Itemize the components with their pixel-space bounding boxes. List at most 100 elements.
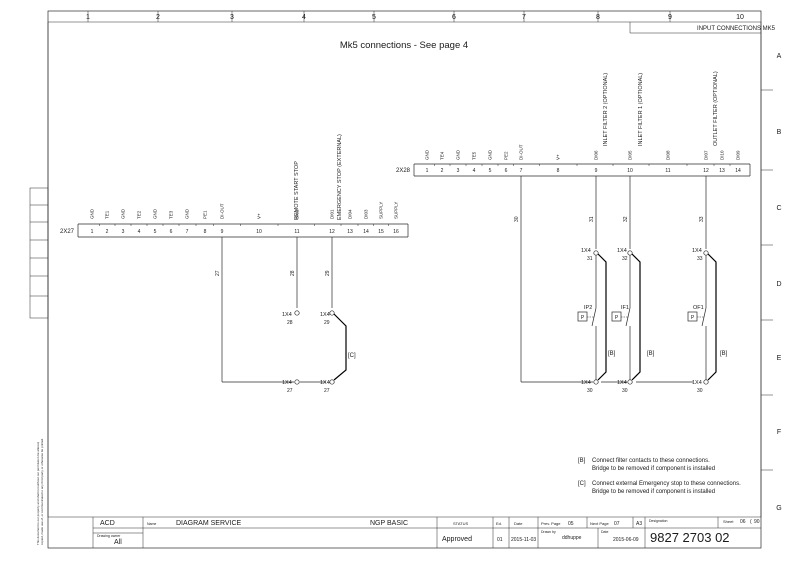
connector-2x27-pin: 11: [294, 229, 299, 235]
terminal-30a-tag: 1X4: [581, 380, 591, 386]
connector-2x28-signal: TE4: [440, 151, 445, 160]
connector-2x27-signal: GND: [121, 208, 126, 219]
tb-next-page: 07: [614, 521, 620, 527]
tb-company: ACD: [100, 520, 115, 527]
tb-sheet-label: Sheet: [723, 519, 734, 524]
column-ruler: 1 2 3 4 5 6 7 8 9 10: [86, 11, 744, 22]
tb-prev-page-label: Prev. Page: [541, 521, 561, 526]
wire-28-label: 28: [290, 270, 296, 276]
row-ruler: A B C D E F G: [761, 53, 782, 512]
connector-2x28-signal: DI06: [594, 150, 599, 160]
tb-name-label: Name: [147, 522, 156, 526]
terminal-1x4-29: [329, 310, 335, 316]
wire-33-label: 33: [699, 216, 705, 222]
terminal-31-tag: 1X4: [581, 248, 591, 254]
terminal-27a-tag: 1X4: [282, 380, 292, 386]
terminals-2x27: 1X4 28 1X4 29 1X4 27 1X4 27 [C]: [282, 310, 356, 394]
terminal-30a-num: 30: [587, 388, 593, 394]
of1-symbol: P: [691, 315, 695, 321]
tb-designation: 9827 2703 02: [650, 530, 730, 545]
if1-symbol: P: [615, 315, 619, 321]
connector-2x27-signal: SUPPLY: [379, 202, 384, 219]
connector-2x28-signal: DI10: [720, 150, 725, 160]
note-c-line-1: Connect external Emergency stop to these…: [592, 481, 741, 487]
bridge-b-of1: [707, 253, 717, 381]
row-a: A: [777, 53, 782, 60]
connector-2x27-signal: PE1: [203, 210, 208, 219]
connector-2x28-pin: 7: [520, 168, 523, 174]
connector-2x27-pin: 12: [329, 229, 335, 235]
col-3: 3: [230, 14, 234, 21]
connector-2x27-pin: 4: [138, 229, 141, 235]
terminal-1x4-27a: [294, 379, 300, 385]
desc-outlet-filter: OUTLET FILTER (OPTIONAL): [713, 71, 719, 146]
terminal-30b-num: 30: [622, 388, 628, 394]
connector-2x27-pin: 13: [347, 229, 353, 235]
terminal-32-tag: 1X4: [617, 248, 627, 254]
terminal-30b-tag: 1X4: [617, 380, 627, 386]
note-c-line-2: Bridge to be removed if component is ins…: [592, 489, 715, 495]
filter-circuits: 1X4 31 P IP2 1X4 30 [B] 1X4 32 P IF1 1X4…: [577, 248, 728, 394]
terminal-30c-num: 30: [697, 388, 703, 394]
bridge-b-ip2: [597, 253, 607, 381]
connector-2x27-signal: V+: [257, 213, 262, 219]
wires-2x28: 30 31 32 33: [514, 176, 707, 383]
contact-ip2: [591, 307, 597, 327]
terminal-31-num: 31: [587, 256, 593, 262]
connector-2x28-pin: 12: [703, 168, 709, 174]
col-10: 10: [736, 14, 744, 21]
tb-next-page-label: Next Page: [590, 521, 609, 526]
tb-date: 2015-11-03: [511, 537, 536, 543]
connector-2x27-signal: TE3: [169, 210, 174, 219]
component-of1-label: OF1: [693, 305, 704, 311]
tb-date2-label: Date: [601, 530, 608, 534]
note-b-line-2: Bridge to be removed if component is ins…: [592, 466, 715, 472]
tb-prev-page: 05: [568, 521, 574, 527]
connector-2x28-signal: TE5: [472, 151, 477, 160]
col-2: 2: [156, 14, 160, 21]
contact-of1: [701, 307, 707, 327]
connector-2x27-label: 2X27: [60, 229, 75, 235]
connector-2x27-signal: DI02: [295, 209, 300, 219]
connector-2x28-pin: 3: [457, 168, 460, 174]
tb-name: DIAGRAM SERVICE: [176, 520, 242, 527]
tb-drawing-owner-label: Drawing owner: [97, 534, 121, 538]
terminal-1x4-27b: [329, 379, 335, 385]
terminal-1x4-32: [627, 250, 633, 256]
col-4: 4: [302, 14, 306, 21]
terminal-27b-num: 27: [324, 388, 330, 394]
terminal-1x4-30c: [703, 379, 709, 385]
connector-2x27-signal: GND: [185, 208, 190, 219]
col-6: 6: [452, 14, 456, 21]
terminal-1x4-30a: [593, 379, 599, 385]
note-c-tag: [C]: [578, 481, 586, 487]
connector-2x28-signal: DI-OUT: [519, 144, 524, 160]
connector-2x27-signal: TE2: [137, 210, 142, 219]
col-7: 7: [522, 14, 526, 21]
ip2-symbol: P: [581, 315, 585, 321]
tb-designation-label: Designation: [649, 519, 668, 523]
terminal-27b-tag: 1X4: [320, 380, 330, 386]
desc-inlet-filter-1: INLET FILTER 1 (OPTIONAL): [638, 73, 644, 146]
connector-2x28-signal: DI07: [704, 150, 709, 160]
pressure-sensor-ip2: [577, 311, 588, 322]
bridge-b-if1: [631, 253, 641, 381]
wire-32-label: 32: [623, 216, 629, 222]
bridge-b-if1-label: [B]: [647, 351, 655, 357]
terminal-32-num: 32: [622, 256, 628, 262]
wires-2x27: 27 28 29: [215, 237, 333, 383]
title-block: ACD Drawing owner All Name DIAGRAM SERVI…: [92, 517, 761, 548]
tb-date2: 2015-06-09: [613, 537, 639, 543]
connector-2x28-signal: PE2: [504, 151, 509, 160]
pressure-sensor-if1: [611, 311, 622, 322]
desc-inlet-filter-2: INLET FILTER 2 (OPTIONAL): [603, 73, 609, 146]
tb-date-label: Date: [514, 521, 523, 526]
legal-note-line-2: copied, made use of, or communicated to …: [40, 438, 44, 545]
terminal-1x4-28: [294, 310, 300, 316]
connector-2x28-signal: DI09: [736, 150, 741, 160]
connector-2x28-signal: GND: [425, 149, 430, 160]
connector-2x28-pin: 2: [441, 168, 444, 174]
